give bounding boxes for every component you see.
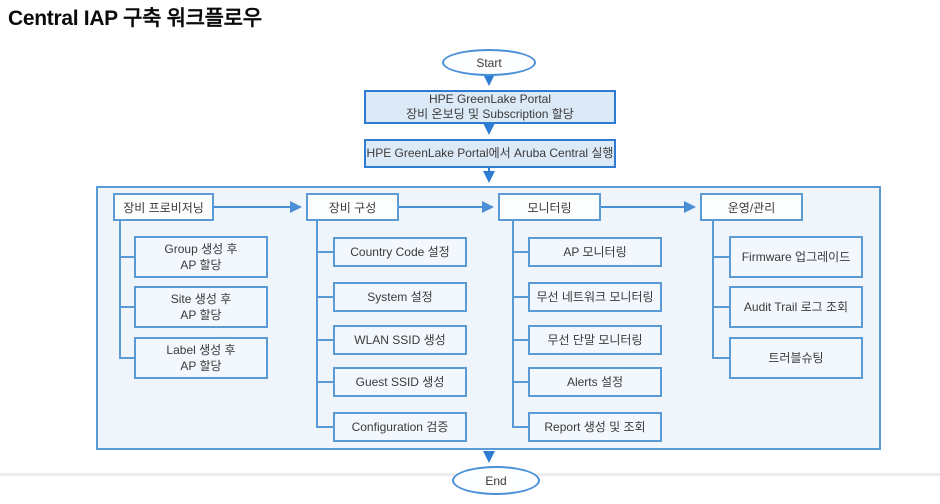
- column-header-operations: 운영/관리: [700, 193, 803, 221]
- task-wireless-network-monitoring: 무선 네트워크 모니터링: [528, 282, 662, 312]
- column-header-configuration: 장비 구성: [306, 193, 399, 221]
- task-country-code: Country Code 설정: [333, 237, 467, 267]
- task-client-monitoring: 무선 단말 모니터링: [528, 325, 662, 355]
- task-system-settings: System 설정: [333, 282, 467, 312]
- task-alerts-settings: Alerts 설정: [528, 367, 662, 397]
- task-audit-trail: Audit Trail 로그 조회: [729, 286, 863, 328]
- task-config-verify: Configuration 검증: [333, 412, 467, 442]
- column-header-provisioning: 장비 프로비저닝: [113, 193, 214, 221]
- task-site-ap: Site 생성 후 AP 할당: [134, 286, 268, 328]
- task-group-ap: Group 생성 후 AP 할당: [134, 236, 268, 278]
- task-firmware-upgrade: Firmware 업그레이드: [729, 236, 863, 278]
- task-wlan-ssid: WLAN SSID 생성: [333, 325, 467, 355]
- step-launch-central: HPE GreenLake Portal에서 Aruba Central 실행: [364, 139, 616, 168]
- page-title: Central IAP 구축 워크플로우: [8, 7, 262, 30]
- task-ap-monitoring: AP 모니터링: [528, 237, 662, 267]
- column-header-monitoring: 모니터링: [498, 193, 601, 221]
- task-report: Report 생성 및 조회: [528, 412, 662, 442]
- task-guest-ssid: Guest SSID 생성: [333, 367, 467, 397]
- task-troubleshooting: 트러블슈팅: [729, 337, 863, 379]
- start-node: Start: [442, 49, 536, 76]
- task-label-ap: Label 생성 후 AP 할당: [134, 337, 268, 379]
- end-node: End: [452, 466, 540, 495]
- step-onboarding: HPE GreenLake Portal 장비 온보딩 및 Subscripti…: [364, 90, 616, 124]
